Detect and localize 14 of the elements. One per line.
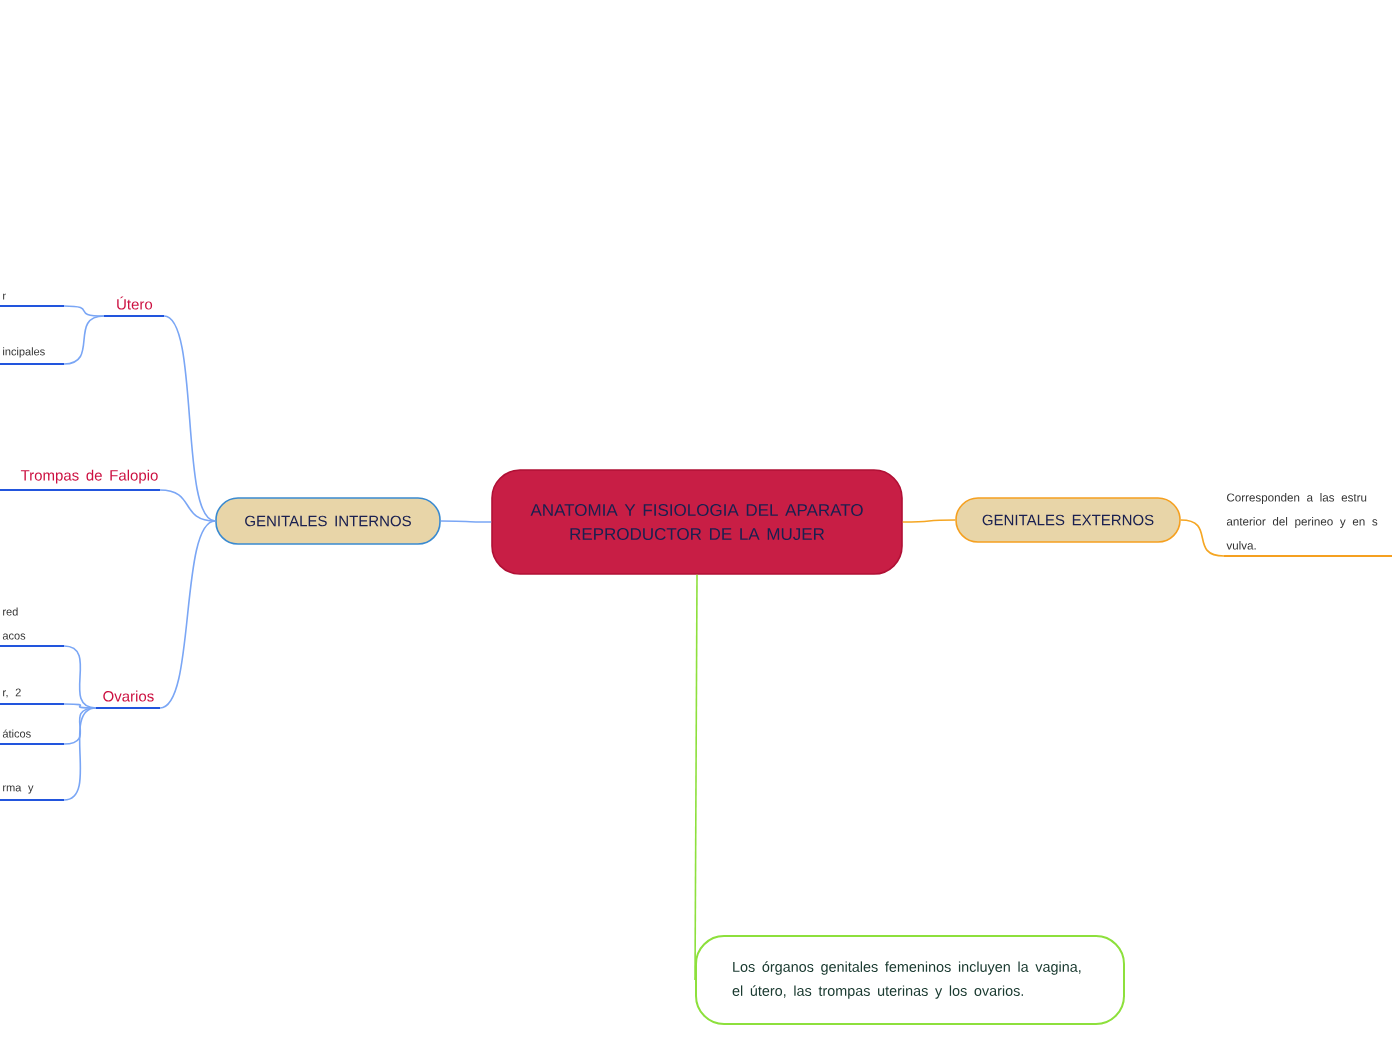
connector [163,315,216,522]
connector [63,707,97,801]
connector [902,519,956,523]
connector [694,574,698,981]
connector [63,703,97,709]
connector [63,305,105,317]
connector [63,645,97,709]
connector [63,315,105,365]
connector [1180,519,1225,557]
connector [159,520,216,709]
topic-box: ANATOMIA Y FISIOLOGIA DEL APARATO REPRODUCTOR DE LA MUJER [491,469,903,575]
connector [440,520,492,523]
connector [159,489,216,522]
connector [63,707,97,745]
